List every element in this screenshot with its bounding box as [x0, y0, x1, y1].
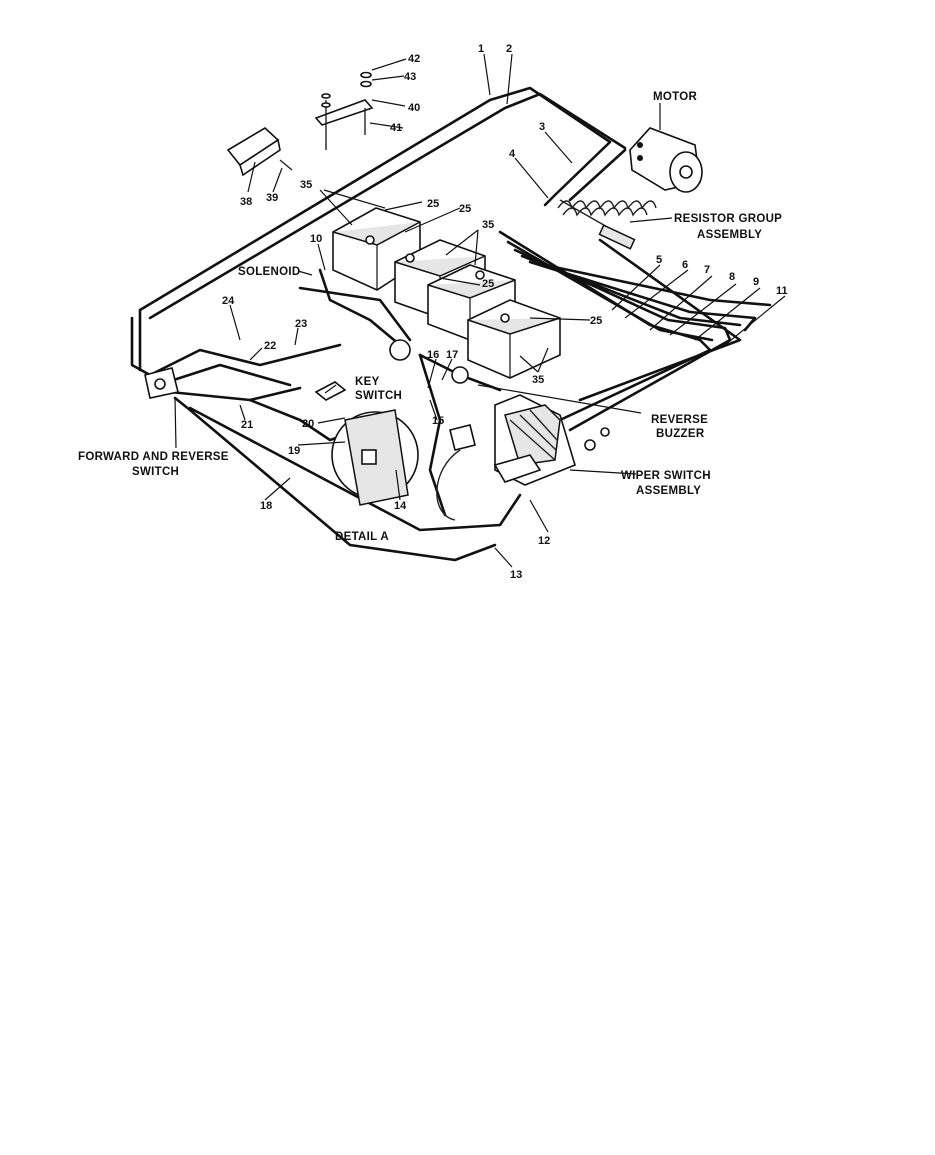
bracket-38 — [226, 127, 293, 177]
callout-7: 7 — [704, 264, 710, 276]
label-wiper-1: WIPER SWITCH — [621, 470, 711, 482]
resistor-group — [557, 199, 657, 250]
solenoid — [389, 339, 411, 361]
label-detail-a: DETAIL A — [335, 531, 389, 543]
label-resistor-1: RESISTOR GROUP — [674, 213, 782, 225]
callout-16: 16 — [427, 349, 439, 361]
front-harness — [148, 268, 522, 562]
leader-lines — [174, 53, 786, 568]
label-motor: MOTOR — [653, 91, 697, 103]
callout-19: 19 — [288, 445, 300, 457]
callout-25-a: 25 — [427, 198, 439, 210]
callout-35-b: 35 — [482, 219, 494, 231]
batteries — [332, 207, 561, 379]
callout-18: 18 — [260, 500, 272, 512]
callout-2: 2 — [506, 43, 512, 55]
callout-15: 15 — [432, 415, 444, 427]
label-solenoid: SOLENOID — [238, 266, 300, 278]
callout-1: 1 — [478, 43, 484, 55]
callout-25-b: 25 — [459, 203, 471, 215]
callout-25-c: 25 — [482, 278, 494, 290]
callout-17: 17 — [446, 349, 458, 361]
callout-25-d: 25 — [590, 315, 602, 327]
callout-8: 8 — [729, 271, 735, 283]
label-wiper-2: ASSEMBLY — [636, 485, 701, 497]
callout-13: 13 — [510, 569, 522, 581]
callout-3: 3 — [539, 121, 545, 133]
callout-numbers: 1 2 3 4 5 6 7 8 9 10 11 12 13 14 15 16 1… — [222, 43, 788, 581]
label-resistor-2: ASSEMBLY — [697, 229, 762, 241]
callout-22: 22 — [264, 340, 276, 352]
callout-6: 6 — [682, 259, 688, 271]
resistor-harness — [498, 230, 772, 432]
label-fr-1: FORWARD AND REVERSE — [78, 451, 229, 463]
battery-4 — [467, 299, 561, 379]
part-labels: MOTOR RESISTOR GROUP ASSEMBLY SOLENOID K… — [78, 91, 782, 543]
callout-12: 12 — [538, 535, 550, 547]
callout-24: 24 — [222, 295, 235, 307]
label-reverse-1: REVERSE — [651, 414, 708, 426]
callout-20: 20 — [302, 418, 314, 430]
reverse-buzzer — [451, 366, 469, 384]
callout-40: 40 — [408, 102, 420, 114]
callout-21: 21 — [241, 419, 253, 431]
key-switch — [314, 381, 347, 401]
forward-reverse-switch — [144, 367, 179, 399]
callout-39: 39 — [266, 192, 278, 204]
callout-14: 14 — [394, 500, 407, 512]
label-reverse-2: BUZZER — [656, 428, 705, 440]
callout-35-a: 35 — [300, 179, 312, 191]
callout-4: 4 — [509, 148, 516, 160]
motor — [629, 127, 703, 193]
hardware-40-43 — [314, 71, 374, 150]
label-fr-2: SWITCH — [132, 466, 179, 478]
callout-5: 5 — [656, 254, 662, 266]
callout-42: 42 — [408, 53, 420, 65]
callout-38: 38 — [240, 196, 252, 208]
label-key-2: SWITCH — [355, 390, 402, 402]
callout-23: 23 — [295, 318, 307, 330]
cable-3-4 — [543, 140, 627, 207]
callout-9: 9 — [753, 276, 759, 288]
callout-43: 43 — [404, 71, 416, 83]
callout-11: 11 — [776, 285, 788, 297]
callout-35-c: 35 — [532, 374, 544, 386]
callout-10: 10 — [310, 233, 322, 245]
label-key-1: KEY — [355, 376, 380, 388]
callout-41: 41 — [390, 122, 402, 134]
cable-1-2 — [130, 86, 627, 377]
wiper-switch-assembly — [436, 394, 610, 521]
